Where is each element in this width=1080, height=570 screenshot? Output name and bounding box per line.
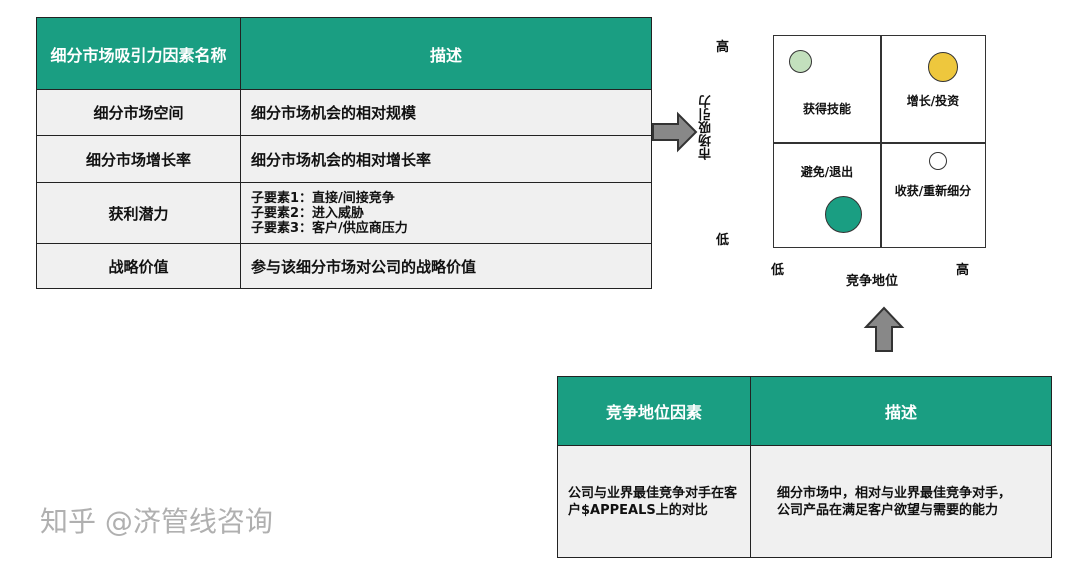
factor-name: 细分市场空间	[36, 89, 241, 136]
header-description: 描述	[750, 376, 1052, 446]
quadrant-avoid-exit: 避免/退出	[800, 165, 854, 179]
attractiveness-table: 细分市场吸引力因素名称描述 细分市场空间细分市场机会的相对规模 细分市场增长率细…	[36, 17, 652, 289]
factor-name: 细分市场增长率	[36, 135, 241, 183]
factor-name: 获利潜力	[36, 182, 241, 244]
factor-name: 战略价值	[36, 243, 241, 289]
matrix-grid: 获得技能 增长/投资 避免/退出 收获/重新细分	[773, 35, 986, 248]
arrow-right-icon	[652, 111, 698, 153]
position-factor: 公司与业界最佳竞争对手在客户$APPEALS上的对比	[557, 445, 751, 558]
y-high-label: 高	[716, 40, 730, 55]
quadrant-harvest-resegment: 收获/重新细分	[894, 184, 972, 198]
y-axis-title: 市场吸引力	[699, 95, 714, 160]
factor-desc: 子要素1：直接/间接竞争 子要素2：进入威胁 子要素3：客户/供应商压力	[240, 182, 652, 244]
factor-desc: 参与该细分市场对公司的战略价值	[240, 243, 652, 289]
watermark: 知乎 @济管线咨询	[40, 505, 273, 538]
position-desc: 细分市场中，相对与业界最佳竞争对手，公司产品在满足客户欲望与需要的能力	[750, 445, 1052, 558]
x-axis-title: 竞争地位	[846, 274, 899, 289]
x-low-label: 低	[771, 263, 785, 278]
factor-desc: 细分市场机会的相对规模	[240, 89, 652, 136]
position-table: 竞争地位因素描述 公司与业界最佳竞争对手在客户$APPEALS上的对比细分市场中…	[557, 376, 1052, 558]
x-high-label: 高	[956, 263, 970, 278]
light-green-bubble	[789, 50, 812, 73]
quadrant-grow-invest: 增长/投资	[906, 94, 960, 108]
header-factor-name: 细分市场吸引力因素名称	[36, 17, 241, 90]
header-position-factor: 竞争地位因素	[557, 376, 751, 446]
teal-bubble	[825, 196, 862, 233]
factor-desc: 细分市场机会的相对增长率	[240, 135, 652, 183]
arrow-up-icon	[863, 306, 905, 352]
yellow-bubble	[928, 52, 958, 82]
quadrant-acquire-skills: 获得技能	[802, 102, 851, 116]
header-description: 描述	[240, 17, 652, 90]
white-bubble	[929, 152, 947, 170]
y-low-label: 低	[716, 233, 730, 248]
